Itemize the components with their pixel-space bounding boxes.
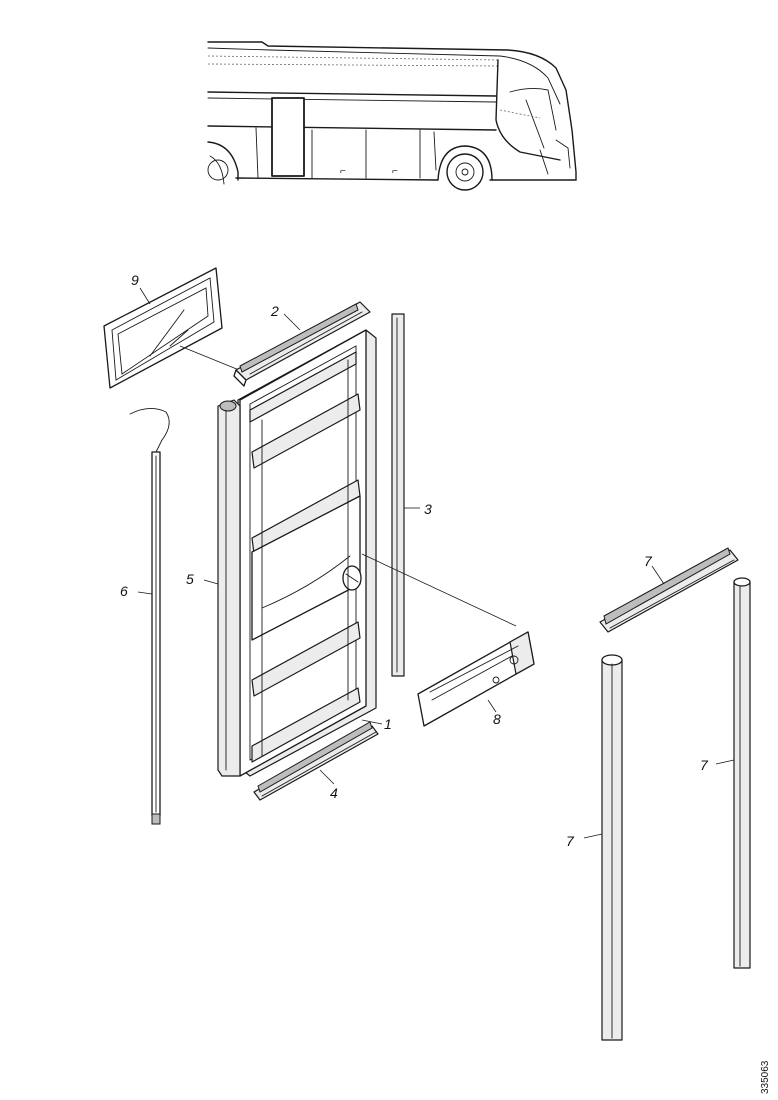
- part-6-cable-rod: [129, 408, 170, 825]
- part-2-top-rail: [233, 301, 371, 387]
- bus-overview: ⌐ ⌐: [207, 41, 577, 191]
- callout-7-top: 7: [644, 553, 653, 569]
- drawing-code: 335063: [760, 1060, 771, 1094]
- part-7-vertical-right: [715, 577, 751, 969]
- part-5-seal-strip: [203, 399, 241, 777]
- part-4-bottom-rail: [253, 721, 379, 801]
- part-1-door-frame: [237, 329, 383, 777]
- callout-3: 3: [424, 501, 432, 517]
- callout-7-left: 7: [566, 833, 575, 849]
- part-9-panel: [103, 267, 245, 389]
- callout-2: 2: [270, 303, 279, 319]
- callout-1: 1: [384, 716, 392, 732]
- callout-4: 4: [330, 785, 338, 801]
- part-3-seal-strip: [391, 313, 420, 677]
- door-location-marker: [271, 97, 305, 177]
- front-wheel: [446, 153, 484, 191]
- callout-6: 6: [120, 583, 128, 599]
- callout-9: 9: [131, 272, 139, 288]
- callout-8: 8: [493, 711, 501, 727]
- callout-5: 5: [186, 571, 194, 587]
- callout-7-right: 7: [700, 757, 709, 773]
- part-7-vertical-left: [583, 654, 623, 1041]
- part-7-top-rail: [599, 547, 739, 633]
- part-8-bracket: [361, 553, 535, 727]
- svg-text:⌐: ⌐: [392, 166, 398, 177]
- svg-text:⌐: ⌐: [340, 166, 346, 177]
